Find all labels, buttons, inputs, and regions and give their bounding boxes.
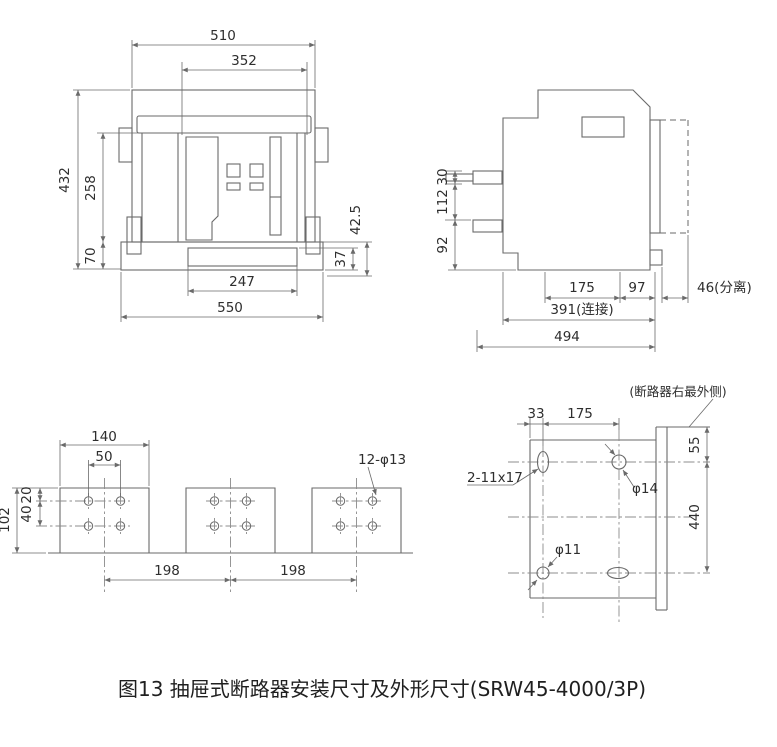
busbar-view: 140 50 102 20 40 198 198 12-φ13 <box>0 429 413 592</box>
dim-plate-440: 440 <box>687 504 703 530</box>
plate-centerlines <box>508 430 710 622</box>
side-body <box>502 89 651 271</box>
dim-front-247: 247 <box>229 274 255 290</box>
right-ear <box>314 127 329 163</box>
dim-busbar-40: 40 <box>19 505 35 522</box>
dim-side-494: 494 <box>554 329 580 345</box>
hole-d11 <box>536 566 550 580</box>
button-window <box>226 163 241 178</box>
dim-front-510: 510 <box>210 28 236 44</box>
upper-terminal-bar <box>445 173 474 182</box>
slot-11x17-horizontal <box>606 566 630 580</box>
side-view-dimension-lines <box>452 171 688 350</box>
rail-tab <box>649 249 663 266</box>
lower-terminal <box>472 219 503 233</box>
base-slot <box>187 247 298 267</box>
dim-front-352: 352 <box>231 53 257 69</box>
hole-d14 <box>611 454 627 470</box>
busbar-dimension-lines <box>14 442 377 583</box>
dim-plate-175: 175 <box>567 406 593 422</box>
dim-side-97: 97 <box>628 280 645 296</box>
dim-front-42-5: 42.5 <box>348 205 364 235</box>
left-foot <box>126 216 142 255</box>
d11-leader <box>527 579 538 591</box>
callout-d14: φ14 <box>632 481 658 497</box>
dim-busbar-198a: 198 <box>154 563 180 579</box>
left-ear <box>118 127 133 163</box>
dim-busbar-102: 102 <box>0 507 13 533</box>
indicator-window <box>226 182 241 191</box>
nameplate <box>581 116 625 138</box>
d14-leader <box>604 443 616 456</box>
base-plate <box>120 241 324 271</box>
busbar-centerlines <box>36 478 381 592</box>
cradle-body <box>131 89 316 243</box>
d14-leader <box>622 469 635 488</box>
slot-callout-leader <box>512 468 539 486</box>
busbar-extension-lines <box>12 440 150 554</box>
dim-plate-33: 33 <box>527 406 544 422</box>
dim-front-70: 70 <box>83 247 99 264</box>
callout-d11: φ11 <box>555 542 581 558</box>
figure-caption: 图13 抽屉式断路器安装尺寸及外形尺寸(SRW45-4000/3P) <box>118 677 646 701</box>
slot-callout-2-11x17: 2-11x17 <box>467 470 523 486</box>
breaker-side-outline <box>445 89 689 271</box>
side-view-extension-lines <box>445 170 689 352</box>
button-window <box>249 163 264 178</box>
dim-front-432: 432 <box>57 167 73 193</box>
indicator-window <box>249 182 264 191</box>
plate-holes <box>536 450 630 580</box>
side-strip <box>269 136 282 236</box>
side-view: 30 112 92 175 97 46(分离) 391(连接) 494 <box>435 89 752 352</box>
plate-outline <box>529 426 710 611</box>
dim-busbar-20: 20 <box>19 486 35 503</box>
dim-front-258: 258 <box>83 175 99 201</box>
hole-callout-12-d13: 12-φ13 <box>358 452 406 468</box>
door-frame <box>649 119 661 234</box>
slot-11x17-vertical <box>536 450 550 474</box>
plate-dimension-lines <box>512 398 714 591</box>
plate-view: 33 175 55 440 2-11x17 φ14 φ11 (断路器右最外侧) <box>467 384 727 622</box>
dim-side-46-separated: 46(分离) <box>697 279 752 296</box>
right-foot <box>305 216 321 255</box>
door-panel <box>185 136 219 241</box>
front-view-extension-lines <box>73 40 372 322</box>
dim-side-112: 112 <box>435 189 451 215</box>
d11-leader <box>547 556 558 568</box>
front-view-dimension-lines <box>75 42 370 320</box>
dim-front-37: 37 <box>333 250 349 267</box>
note-breaker-rightmost-side: (断路器右最外侧) <box>629 384 726 399</box>
note-leader <box>688 398 714 428</box>
dim-side-391-connected: 391(连接) <box>550 301 613 318</box>
top-band <box>136 115 312 134</box>
upper-terminal <box>472 170 503 185</box>
dim-busbar-50: 50 <box>95 449 112 465</box>
dim-busbar-140: 140 <box>91 429 117 445</box>
dim-side-30: 30 <box>435 168 451 185</box>
front-view: 510 352 432 258 70 247 550 42.5 37 <box>57 28 372 322</box>
dim-busbar-198b: 198 <box>280 563 306 579</box>
dim-plate-55: 55 <box>687 436 703 453</box>
dim-side-92: 92 <box>435 236 451 253</box>
dim-front-550: 550 <box>217 300 243 316</box>
hole-callout-leader <box>367 466 377 496</box>
dim-side-175: 175 <box>569 280 595 296</box>
breaker-front-outline <box>118 89 329 271</box>
